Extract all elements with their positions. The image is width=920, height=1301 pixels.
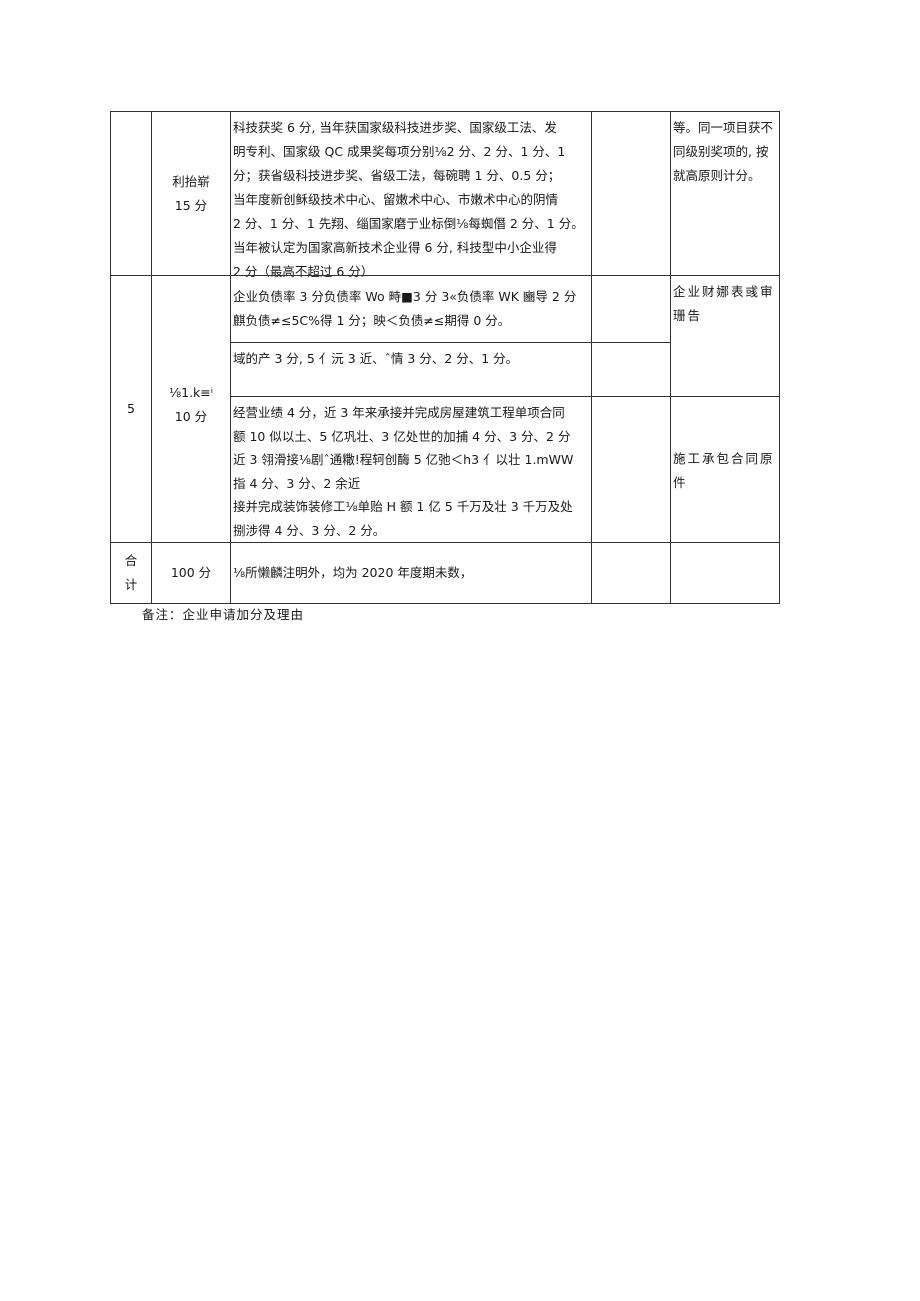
finance-performance-evidence: [591, 396, 671, 543]
text-line: 近 3 翎滑接⅛剧ˆ通糤!程轲创酶 5 亿弛＜h3 亻以壮 1.mWW: [233, 452, 574, 467]
text-line: 接并完成装饰装修工⅛单贻 H 额 1 亿 5 千万及壮 3 千万及处: [233, 499, 573, 514]
total-criteria: ⅛所懒麟注明外，均为 2020 年度期未数，: [230, 542, 592, 604]
item-score: 15 分: [174, 197, 208, 213]
text-line: 麒负债≠≤5C%得 1 分；映＜负债≠≤期得 0 分。: [233, 313, 511, 328]
index-number: 5: [127, 401, 135, 416]
text-line: 额 10 似以土、5 亿巩壮、3 亿处世的加捕 4 分、3 分、2 分: [233, 428, 571, 444]
total-criteria-text: ⅛所懒麟注明外，均为 2020 年度期未数，: [233, 565, 473, 580]
total-score-value: 100 分: [170, 565, 212, 580]
total-label-1: 合: [124, 553, 138, 568]
text-line: 珊告: [673, 308, 703, 323]
text-line: 分；获省级科技进步奖、省级工法，每碗聘 1 分、0.5 分；: [233, 168, 561, 183]
total-label-2: 计: [124, 577, 138, 592]
contract-remark: 施工承包合同原件: [670, 396, 780, 543]
total-score: 100 分: [151, 542, 231, 604]
text-line: 2 分、1 分、1 先翔、缁国家磨亍业标倒⅛每蜘僭 2 分、1 分。: [233, 216, 584, 231]
row-finance-item: ⅛1.k≡ⁱ 10 分: [151, 275, 231, 543]
finance-asset-criteria: 域的产 3 分, 5 亻沅 3 近、ˆ情 3 分、2 分、1 分。: [230, 342, 592, 397]
row-tech-criteria: 科技获奖 6 分, 当年获国家级科技进步奖、国家级工法、发明专利、国家级 QC …: [230, 111, 592, 279]
finance-debt-evidence: [591, 275, 671, 343]
text-line: 件: [673, 475, 688, 490]
text-line: 捌涉得 4 分、3 分、2 分。: [233, 522, 386, 538]
finance-performance-criteria: 经营业绩 4 分，近 3 年来承接并完成房屋建筑工程单项合同额 10 似以土、5…: [230, 396, 592, 543]
text-line: 明专利、国家级 QC 成果奖每项分别⅛2 分、2 分、1 分、1: [233, 144, 566, 159]
item-score: 10 分: [174, 409, 208, 424]
finance-asset-evidence: [591, 342, 671, 397]
text-line: 企业负债率 3 分负债率 Wo 畤■3 分 3«负债率 WK 豳导 2 分: [233, 289, 577, 304]
row-tech-index: [110, 111, 152, 276]
text-line: 当年被认定为国家高新技术企业得 6 分, 科技型中小企业得: [233, 240, 557, 255]
total-label: 合 计: [110, 542, 152, 604]
text-line: 域的产 3 分, 5 亻沅 3 近、ˆ情 3 分、2 分、1 分。: [233, 351, 519, 366]
row-tech-evidence: [591, 111, 671, 276]
total-evidence: [591, 542, 671, 604]
item-name: ⅛1.k≡ⁱ: [169, 385, 213, 400]
text-line: 指 4 分、3 分、2 余近: [233, 475, 361, 491]
item-name: 利抬崭: [172, 173, 210, 189]
footnote: 备注：企业申请加分及理由: [142, 607, 305, 622]
text-line: 等。同一项目获不: [673, 120, 774, 135]
row-tech-remark: 等。同一项目获不同级别奖项的, 按就高原则计分。: [670, 111, 780, 276]
finance-remark: 企业财娜表彧审珊告: [670, 275, 780, 397]
finance-debt-criteria: 企业负债率 3 分负债率 Wo 畤■3 分 3«负债率 WK 豳导 2 分麒负债…: [230, 275, 592, 343]
text-line: 科技获奖 6 分, 当年获国家级科技进步奖、国家级工法、发: [233, 120, 557, 135]
row-tech-item: 利抬崭 15 分: [151, 111, 231, 276]
text-line: 企业财娜表彧审: [673, 284, 775, 299]
text-line: 就高原则计分。: [673, 168, 761, 183]
text-line: 当年度新创稣级技术中心、留嫩术中心、市嫩术中心的阴情: [233, 192, 559, 207]
text-line: 施工承包合同原: [673, 451, 775, 466]
row-finance-index: 5: [110, 275, 152, 543]
text-line: 经营业绩 4 分，近 3 年来承接并完成房屋建筑工程单项合同: [233, 405, 565, 420]
text-line: 同级别奖项的, 按: [673, 144, 769, 159]
total-remark: [670, 542, 780, 604]
